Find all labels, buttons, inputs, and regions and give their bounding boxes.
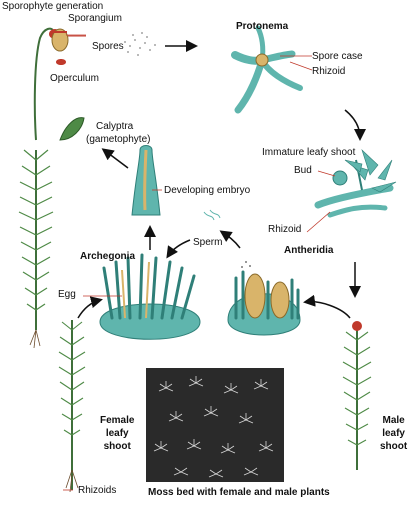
label-calyptra: Calyptra [96, 121, 134, 132]
label-antheridia: Antheridia [284, 245, 334, 256]
label-archegonia: Archegonia [80, 251, 136, 262]
sporangium-detail [51, 28, 86, 65]
photo-caption: Moss bed with female and male plants [148, 487, 330, 498]
sperm-cells [203, 209, 221, 221]
label-bud: Bud [294, 165, 312, 176]
label-spore-case: Spore case [312, 51, 363, 62]
label-protonema: Protonema [236, 21, 289, 32]
female-leafy-shoot [58, 320, 86, 493]
spores-cloud [124, 32, 156, 56]
label-egg: Egg [58, 289, 76, 300]
developing-embryo [131, 145, 161, 216]
label-developing-embryo: Developing embryo [164, 185, 251, 196]
arrow-to-archegonia [166, 239, 191, 259]
label-female-leafy-shoot: Female leafy shoot [100, 414, 134, 453]
label-rhizoid-shoot: Rhizoid [268, 224, 302, 235]
label-sporangium: Sporangium [68, 13, 122, 24]
arrow-to-sperm [219, 230, 241, 249]
label-operculum: Operculum [50, 73, 99, 84]
protonema [231, 25, 303, 114]
label-rhizoids: Rhizoids [78, 485, 117, 496]
label-female-line-3: shoot [103, 441, 131, 452]
archegonia [99, 253, 201, 340]
moss-bed-photo [146, 368, 284, 482]
label-female-line-2: leafy [105, 428, 129, 439]
arrow-to-calyptra [101, 148, 129, 169]
label-male-line-3: shoot [380, 441, 408, 452]
moss-bed-photo-artwork [146, 368, 284, 482]
label-immature-leafy-shoot: Immature leafy shoot [262, 147, 356, 158]
leader-lines [63, 34, 336, 491]
label-spores: Spores [92, 41, 124, 52]
label-male-line-2: leafy [382, 428, 405, 439]
arrow-to-immature-shoot [344, 109, 366, 141]
arrow-female-to-archegonia [77, 296, 103, 319]
label-sporophyte-generation: Sporophyte generation [2, 1, 104, 12]
sporophyte-plant [18, 27, 61, 349]
label-male-leafy-shoot: Male leafy shoot [380, 414, 407, 453]
antheridia [227, 261, 301, 336]
arrow-male-to-antheridia [303, 294, 351, 319]
label-calyptra-sub: (gametophyte) [86, 134, 151, 145]
label-female-line-1: Female [100, 415, 135, 426]
male-leafy-shoot [342, 321, 372, 470]
immature-leafy-shoot [314, 148, 397, 218]
label-rhizoid-protonema: Rhizoid [312, 66, 346, 77]
calyptra [59, 117, 85, 141]
label-sperm: Sperm [193, 237, 223, 248]
label-male-line-1: Male [382, 415, 405, 426]
